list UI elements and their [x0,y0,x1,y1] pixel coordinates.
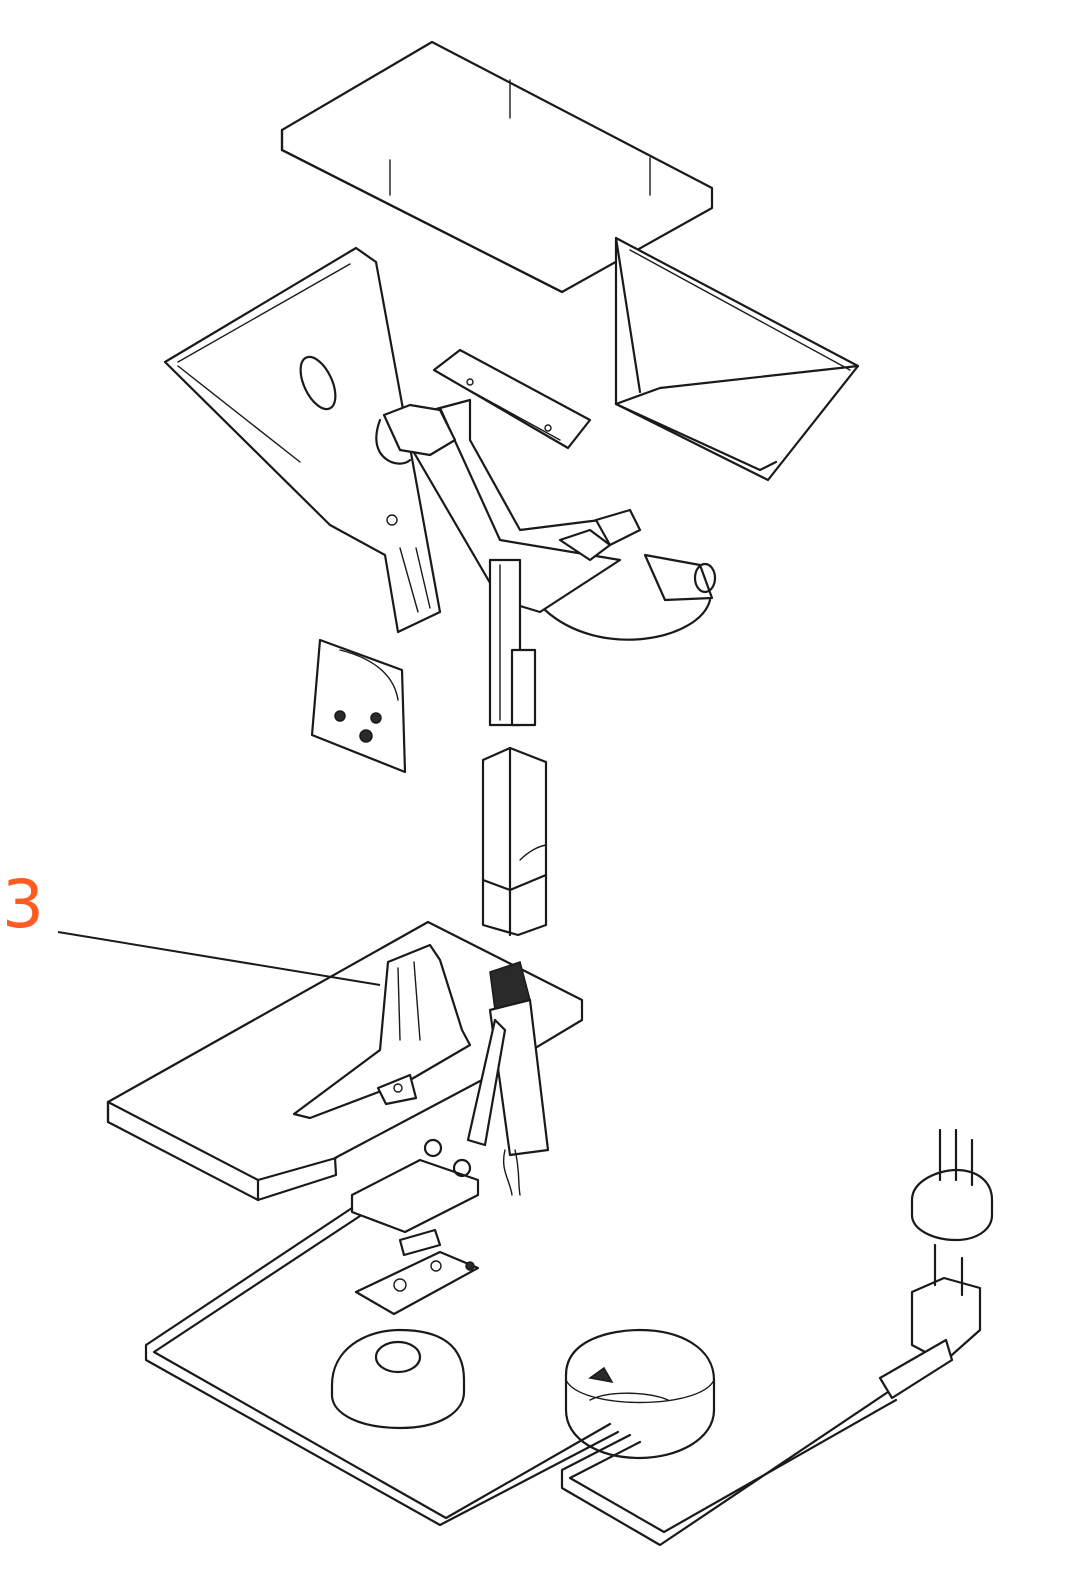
terminal-plate [354,1250,480,1316]
round-dimmer [564,1328,716,1460]
left-side-panel [163,246,442,634]
lamp-socket-right [543,553,717,641]
power-plug [878,1128,994,1400]
stand-bracket [292,943,472,1120]
right-reflector-shade [614,236,860,482]
top-lid-panel [280,40,714,294]
foot-switch [330,1328,466,1430]
lower-stem-clamp [466,961,550,1196]
cover-plate-with-screws [310,638,407,774]
power-cable [144,1206,898,1547]
callout-leader-line [57,931,381,986]
callout-number-3: 3 [2,866,44,943]
reflector-clip [432,348,592,450]
switch-connector-box [350,1138,480,1257]
middle-stem [481,746,548,937]
base-plate [106,920,584,1202]
upper-stem [488,558,537,727]
